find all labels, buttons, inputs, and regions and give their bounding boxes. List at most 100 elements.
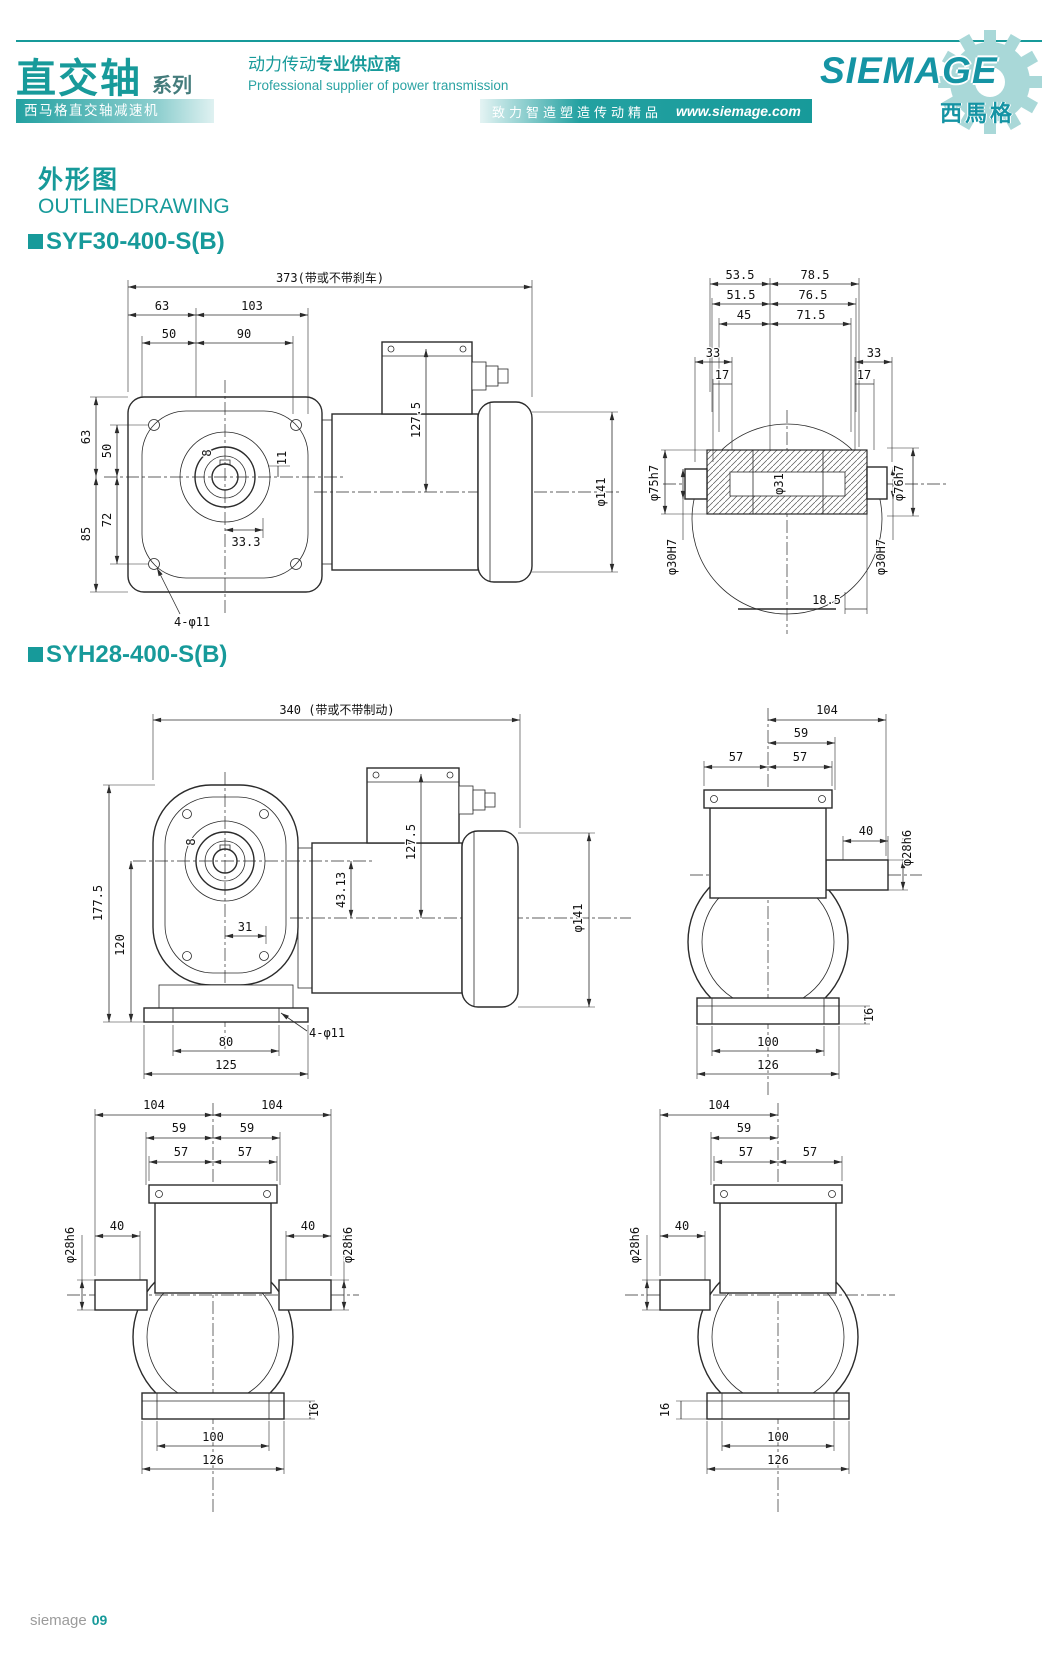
dimension-lines — [93, 284, 615, 592]
dim-overall-length: 340 (带或不带制动) — [279, 703, 394, 717]
dim-shaft-length: 40 — [675, 1219, 689, 1233]
dim-hub-right: φ76h7 — [892, 465, 906, 501]
dim-shaft-span-left: 104 — [143, 1098, 165, 1112]
header-rule — [16, 40, 1042, 42]
footer-page-number: 09 — [91, 1612, 108, 1628]
series-title: 直交轴 — [16, 57, 142, 101]
dim-row1-right: 78.5 — [801, 268, 830, 282]
dim-key-height: 8 — [200, 449, 214, 456]
gear-icon — [938, 30, 1042, 134]
dim-hub-length: 33.3 — [232, 535, 261, 549]
dim-33-left: 33 — [706, 346, 720, 360]
dim-72-left: 72 — [100, 513, 114, 527]
tagline-banner: 致力智造塑造传动精品 www.siemage.com — [480, 99, 812, 123]
dim-bore-center: φ31 — [772, 473, 786, 495]
dim-bottom-18-5: 18.5 — [812, 593, 841, 607]
dim-bore-left: φ30H7 — [665, 539, 679, 575]
dim-63-left: 63 — [79, 430, 93, 444]
dim-overall-length: 373(带或不带刹车) — [276, 270, 384, 285]
dim-shaft-span: 104 — [708, 1098, 730, 1112]
slogan-en: Professional supplier of power transmiss… — [248, 78, 509, 93]
dim-mount-holes: 4-φ11 — [174, 615, 210, 629]
dim-shaft-diameter-left: φ28h6 — [63, 1227, 77, 1263]
dim-flange-left: 57 — [739, 1145, 753, 1159]
dim-shaft-length: 40 — [859, 824, 873, 838]
dim-shaft-diameter-right: φ28h6 — [341, 1227, 355, 1263]
dim-shaft-diameter: φ28h6 — [628, 1227, 642, 1263]
dim-shaft-diameter: φ28h6 — [900, 830, 914, 866]
section-title-cn: 外形图 — [38, 166, 120, 194]
centerlines — [663, 410, 947, 634]
motor-outline — [297, 767, 519, 1008]
slogan-block: 动力传动专业供应商 Professional supplier of power… — [248, 50, 508, 93]
bullet-square-icon — [28, 234, 43, 249]
slogan-cn-regular: 动力传动 — [248, 55, 316, 74]
extension-lines — [661, 278, 919, 614]
dim-17-left: 17 — [715, 368, 729, 382]
dim-hub-span-left: 59 — [172, 1121, 186, 1135]
drawing-syf30-side-view: 373(带或不带刹车) 63 103 50 90 127.5 φ141 63 8… — [78, 269, 622, 630]
motor-outline — [321, 341, 533, 583]
dim-mount-holes: 4-φ11 — [309, 1026, 345, 1040]
dim-base-slots: 80 — [219, 1035, 233, 1049]
dim-motor-center-height: 127.5 — [404, 824, 418, 860]
dim-bolt-span: 100 — [757, 1035, 779, 1049]
dim-flange-left: 57 — [174, 1145, 188, 1159]
dimension-lines — [79, 1112, 347, 1472]
model-name-syh28: SYH28-400-S(B) — [46, 641, 228, 668]
dim-hub-length: 31 — [238, 920, 252, 934]
dim-base-width: 126 — [757, 1058, 779, 1072]
dimension-lines — [106, 717, 592, 1077]
dim-row1-left: 53.5 — [726, 268, 755, 282]
dim-key-height: 8 — [184, 838, 198, 845]
housing-outline — [687, 789, 889, 1025]
dim-63-top: 63 — [155, 299, 169, 313]
dim-flange-left: 57 — [729, 750, 743, 764]
housing-outline — [684, 423, 888, 615]
banner-tagline: 致力智造塑造传动精品 — [492, 104, 663, 120]
series-suffix: 系列 — [152, 75, 192, 97]
dim-85-left: 85 — [79, 527, 93, 541]
footer-brand: siemage — [30, 1612, 87, 1629]
dim-hub-span-right: 59 — [240, 1121, 254, 1135]
housing-outline — [94, 1184, 332, 1420]
dim-key-width: 11 — [275, 451, 289, 465]
bullet-square-icon — [28, 647, 43, 662]
dim-row3-left: 45 — [737, 308, 751, 322]
drawing-syf30-end-view: 53.5 78.5 51.5 76.5 45 71.5 33 33 17 17 … — [646, 267, 947, 634]
dim-shaft-length-right: 40 — [301, 1219, 315, 1233]
dim-hub-span: 59 — [794, 726, 808, 740]
dim-row2-left: 51.5 — [727, 288, 756, 302]
series-title-block: 直交轴系列 — [16, 46, 192, 104]
brand-logo: SIEMAGE 西馬格 — [820, 30, 1046, 134]
dim-33-right: 33 — [867, 346, 881, 360]
drawing-syh28-end-view-left-shaft: 104 59 57 57 40 φ28h6 100 126 16 — [625, 1097, 895, 1513]
gearbox-flange-outline — [127, 396, 323, 593]
dim-bore-right: φ30H7 — [874, 539, 888, 575]
drawing-syh28-end-view-right-shaft: 104 59 57 57 40 φ28h6 100 126 16 — [687, 702, 922, 1098]
dim-base-height: 16 — [307, 1403, 321, 1417]
dim-axis-offset: 43.13 — [334, 872, 348, 908]
dimension-lines — [697, 717, 906, 1077]
dim-shaft-length-left: 40 — [110, 1219, 124, 1233]
housing-outline — [659, 1184, 859, 1420]
website-link[interactable]: www.siemage.com — [676, 103, 801, 119]
dim-row2-right: 76.5 — [799, 288, 828, 302]
dim-bolt-span: 100 — [202, 1430, 224, 1444]
centerlines — [690, 708, 922, 1098]
dim-flange-right: 57 — [803, 1145, 817, 1159]
dimension-lines — [662, 281, 916, 516]
leader-lines — [280, 1012, 308, 1032]
extension-lines — [103, 714, 595, 1079]
section-title-en: OUTLINEDRAWING — [38, 195, 230, 218]
dim-row3-right: 71.5 — [797, 308, 826, 322]
dim-90-top: 90 — [237, 327, 251, 341]
dim-shaft-span: 104 — [816, 703, 838, 717]
drawing-syh28-side-view: 340 (带或不带制动) 127.5 43.13 31 8 177.5 120 … — [90, 702, 631, 1079]
dim-base-height: 16 — [658, 1403, 672, 1417]
dim-bolt-span: 100 — [767, 1430, 789, 1444]
model-name-syf30: SYF30-400-S(B) — [46, 228, 225, 255]
dim-hub-left: φ75h7 — [647, 465, 661, 501]
dimension-lines — [644, 1112, 849, 1472]
series-subtitle-bar: 西马格直交轴减速机 — [16, 99, 214, 123]
